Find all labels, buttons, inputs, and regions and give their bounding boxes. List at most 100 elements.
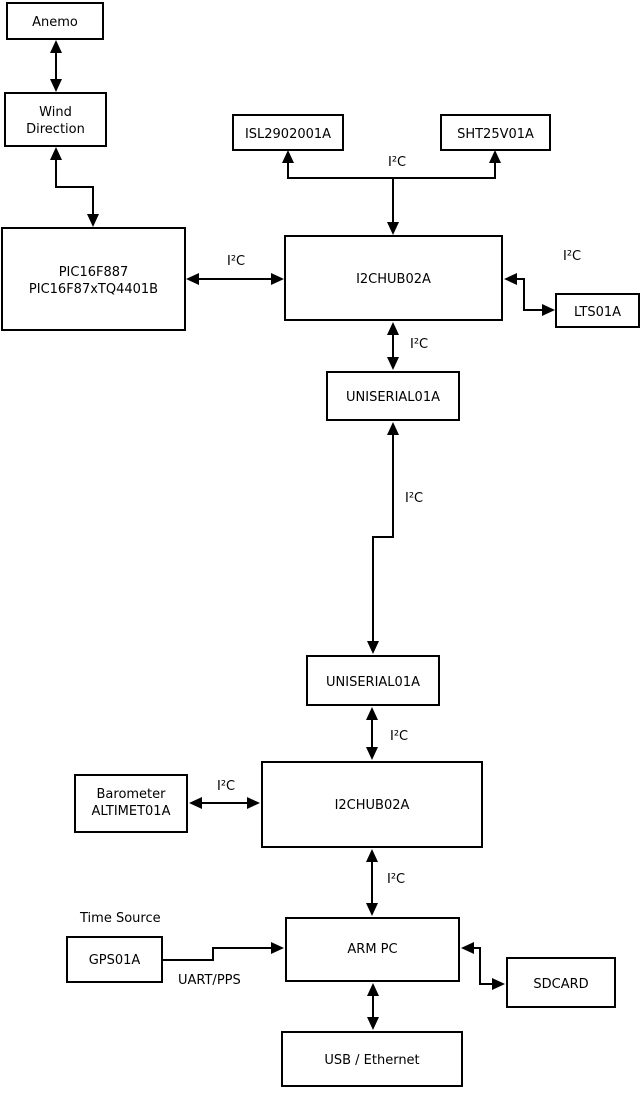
arrowhead-down-icon [387, 222, 399, 235]
node-sht-sensor: SHT25V01A [440, 114, 551, 151]
edge-label-i2c-sensors: I²C [388, 155, 406, 170]
node-label: USB / Ethernet [324, 1053, 419, 1068]
arrowhead-left-icon [504, 273, 517, 285]
node-barometer: Barometer ALTIMET01A [74, 774, 188, 833]
connector-line [515, 278, 543, 311]
node-label: PIC16F87xTQ4401B [29, 282, 158, 297]
node-box [232, 114, 344, 151]
node-box [285, 917, 460, 982]
arrowhead-right-icon [542, 304, 555, 316]
node-label: GPS01A [89, 953, 141, 968]
edge-label-i2c-uniserial-long: I²C [405, 491, 423, 506]
connector-hub-lts [504, 273, 555, 316]
node-label: Direction [26, 122, 85, 137]
node-arm-pc: ARM PC [285, 917, 460, 982]
node-box [6, 2, 104, 40]
connector-line [372, 433, 394, 643]
connector-hub-isl-sht-tree [282, 150, 501, 235]
connector-hub-bottom-arm-pc [366, 849, 378, 916]
arrowhead-down-icon [87, 214, 99, 227]
node-box [4, 92, 107, 147]
connector-uniserial-top-bottom [367, 422, 399, 654]
connector-hub-uniserial-top [387, 322, 399, 370]
edge-label-i2c-hub-arm: I²C [387, 872, 405, 887]
node-box [506, 957, 616, 1008]
edge-label-i2c-uniserial-hub-bottom: I²C [390, 729, 408, 744]
node-box [1, 227, 186, 331]
node-label: ISL2902001A [245, 127, 331, 142]
arrowhead-right-icon [271, 942, 284, 954]
arrowhead-up-icon [282, 150, 294, 163]
arrowhead-left-icon [461, 942, 474, 954]
edge-label-i2c-hub-lts: I²C [563, 249, 581, 264]
connector-barometer-hub-bottom [189, 797, 260, 809]
arrowhead-down-icon [387, 357, 399, 370]
node-label: ARM PC [347, 942, 397, 957]
node-lts-sensor: LTS01A [555, 293, 640, 328]
arrowhead-down-icon [366, 903, 378, 916]
connector-arm-pc-sdcard [461, 942, 505, 990]
arrowhead-up-icon [387, 322, 399, 335]
node-isl-sensor: ISL2902001A [232, 114, 344, 151]
node-label: Barometer [97, 787, 167, 802]
node-label: ALTIMET01A [92, 804, 171, 819]
node-uniserial-bottom: UNISERIAL01A [306, 655, 440, 706]
connector-pic-i2c-hub-top [186, 273, 284, 285]
node-label: I2CHUB02A [356, 272, 431, 287]
node-label: Wind [39, 105, 72, 120]
arrowhead-right-icon [271, 273, 284, 285]
node-box [66, 936, 163, 983]
label-time-source: Time Source [79, 911, 161, 926]
connector-line [55, 158, 94, 216]
edge-label-uart-pps: UART/PPS [178, 973, 241, 988]
node-label: LTS01A [574, 305, 621, 320]
node-box [440, 114, 551, 151]
node-i2c-hub-top: I2CHUB02A [284, 235, 503, 321]
connector-line [287, 162, 496, 179]
node-box [555, 293, 640, 328]
connector-gps-arm-pc [162, 942, 284, 961]
arrowhead-up-icon [366, 849, 378, 862]
node-label: I2CHUB02A [335, 798, 410, 813]
node-wind-direction: Wind Direction [4, 92, 107, 147]
node-i2c-hub-bottom: I2CHUB02A [261, 761, 483, 848]
connector-arm-pc-usb [367, 983, 379, 1030]
arrowhead-up-icon [489, 150, 501, 163]
node-box [261, 761, 483, 848]
node-box [326, 371, 460, 421]
arrowhead-down-icon [367, 641, 379, 654]
node-label: PIC16F887 [59, 265, 129, 280]
arrowhead-down-icon [367, 1017, 379, 1030]
node-usb-ethernet: USB / Ethernet [281, 1031, 463, 1087]
node-pic-controller: PIC16F887 PIC16F87xTQ4401B [1, 227, 186, 331]
node-gps: GPS01A [66, 936, 163, 983]
arrowhead-left-icon [189, 797, 202, 809]
node-sdcard: SDCARD [506, 957, 616, 1008]
edge-label-i2c-pic-hub: I²C [227, 254, 245, 269]
arrowhead-left-icon [186, 273, 199, 285]
arrowhead-up-icon [367, 983, 379, 996]
arrowhead-right-icon [247, 797, 260, 809]
arrowhead-down-icon [366, 747, 378, 760]
node-anemo: Anemo [6, 2, 104, 40]
node-label: SDCARD [533, 977, 588, 992]
connector-line [162, 947, 272, 961]
node-label: Anemo [32, 15, 78, 30]
node-label: UNISERIAL01A [346, 390, 440, 405]
node-box [306, 655, 440, 706]
connector-line [472, 947, 493, 985]
node-uniserial-top: UNISERIAL01A [326, 371, 460, 421]
node-box [284, 235, 503, 321]
edge-label-i2c-hub-uniserial-top: I²C [410, 337, 428, 352]
node-label: UNISERIAL01A [326, 675, 420, 690]
node-box [74, 774, 188, 833]
arrowhead-up-icon [366, 707, 378, 720]
edge-label-i2c-barometer: I²C [217, 779, 235, 794]
arrowhead-right-icon [492, 978, 505, 990]
node-box [281, 1031, 463, 1087]
connector-uniserial-hub-bottom [366, 707, 378, 760]
arrowhead-down-icon [50, 79, 62, 92]
node-label: SHT25V01A [457, 127, 534, 142]
